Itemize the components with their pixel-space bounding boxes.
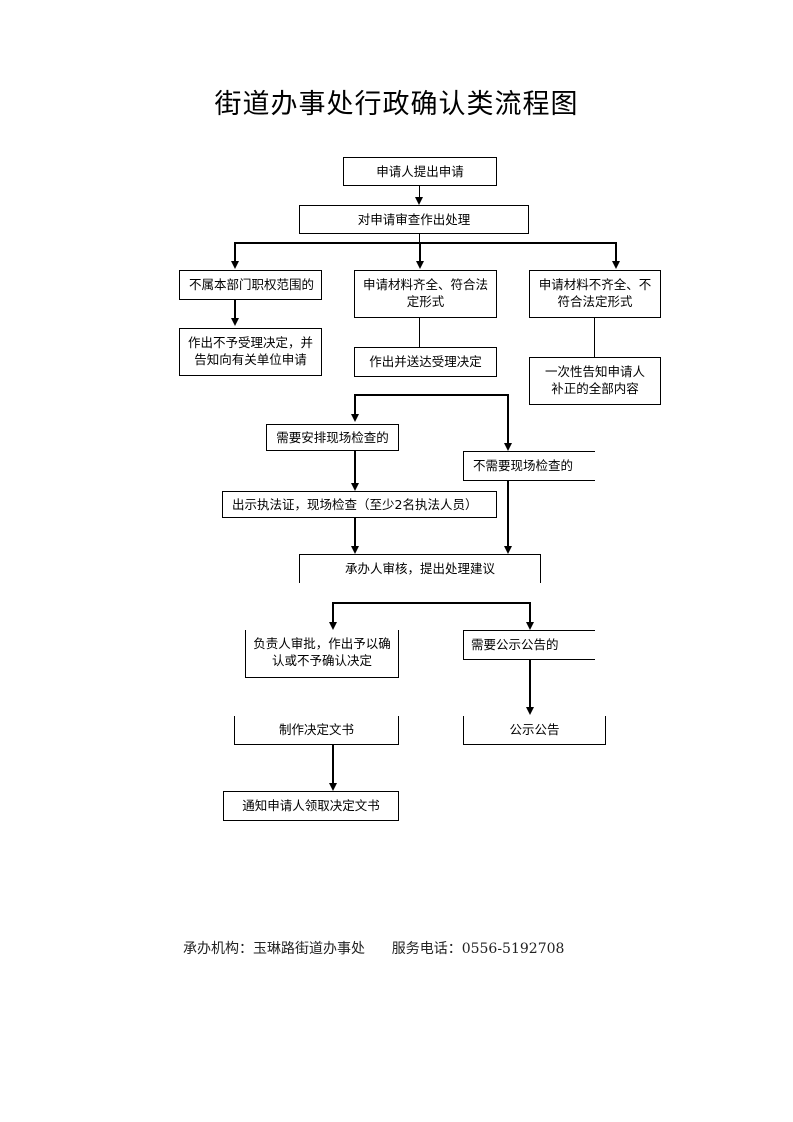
connector xyxy=(594,318,595,357)
node-make-decision-doc-label: 制作决定文书 xyxy=(278,722,354,737)
node-leader-approve: 负责人审批，作出予以确认或不予确认决定 xyxy=(245,630,399,678)
node-outside-scope-label: 不属本部门职权范围的 xyxy=(188,277,314,292)
arrow-head xyxy=(526,707,534,715)
footer: 承办机构：玉琳路街道办事处 服务电话：0556-5192708 xyxy=(183,938,564,958)
arrow-head xyxy=(351,546,359,554)
connector xyxy=(354,394,509,396)
node-one-time-notify: 一次性告知申请人补正的全部内容 xyxy=(529,357,661,405)
node-reject-notify-label: 作出不予受理决定，并告知向有关单位申请 xyxy=(187,335,313,367)
node-handler-review-label: 承办人审核，提出处理建议 xyxy=(344,561,495,576)
arrow-head xyxy=(329,783,337,791)
arrow-head xyxy=(231,318,239,326)
arrow-head xyxy=(416,261,424,269)
connector xyxy=(419,234,420,243)
arrow-head xyxy=(351,483,359,491)
connector xyxy=(354,451,356,484)
node-incomplete: 申请材料不齐全、不符合法定形式 xyxy=(529,270,661,318)
arrow-head xyxy=(415,197,423,205)
node-show-credentials-label: 出示执法证，现场检查（至少2名执法人员） xyxy=(232,497,478,512)
node-need-publicity-label: 需要公示公告的 xyxy=(471,637,559,652)
connector xyxy=(419,186,420,197)
node-accept-decision-label: 作出并送达受理决定 xyxy=(369,354,482,369)
node-outside-scope: 不属本部门职权范围的 xyxy=(179,270,322,300)
phone-label: 服务电话：0556-5192708 xyxy=(391,941,565,957)
connector xyxy=(332,602,334,623)
page-title: 街道办事处行政确认类流程图 xyxy=(214,89,579,120)
arrow-head xyxy=(612,261,620,269)
node-need-inspection-label: 需要安排现场检查的 xyxy=(276,430,389,445)
node-need-inspection: 需要安排现场检查的 xyxy=(266,424,399,451)
connector xyxy=(234,242,617,244)
node-publicity-label: 公示公告 xyxy=(509,722,560,737)
arrow-head xyxy=(329,622,337,630)
connector xyxy=(529,602,531,623)
node-complete-label: 申请材料齐全、符合法定形式 xyxy=(363,277,489,309)
node-reject-notify: 作出不予受理决定，并告知向有关单位申请 xyxy=(179,328,322,376)
arrow-head xyxy=(351,414,359,422)
connector xyxy=(234,300,236,319)
connector xyxy=(615,242,617,262)
connector xyxy=(507,394,509,444)
connector xyxy=(234,242,236,262)
node-notify-collect: 通知申请人领取决定文书 xyxy=(223,791,399,821)
node-notify-collect-label: 通知申请人领取决定文书 xyxy=(242,798,380,813)
node-apply: 申请人提出申请 xyxy=(343,157,497,186)
connector xyxy=(419,318,420,347)
node-incomplete-label: 申请材料不齐全、不符合法定形式 xyxy=(538,277,652,309)
arrow-head xyxy=(231,261,239,269)
node-complete: 申请材料齐全、符合法定形式 xyxy=(354,270,497,318)
node-no-inspection-label: 不需要现场检查的 xyxy=(473,458,574,473)
node-accept-decision: 作出并送达受理决定 xyxy=(354,347,497,377)
node-make-decision-doc: 制作决定文书 xyxy=(234,716,399,745)
connector xyxy=(332,602,531,604)
node-no-inspection: 不需要现场检查的 xyxy=(463,451,595,481)
connector xyxy=(354,518,356,547)
arrow-head xyxy=(504,443,512,451)
node-one-time-notify-label: 一次性告知申请人补正的全部内容 xyxy=(544,364,645,396)
connector xyxy=(419,242,421,262)
node-leader-approve-label: 负责人审批，作出予以确认或不予确认决定 xyxy=(253,636,391,668)
node-apply-label: 申请人提出申请 xyxy=(376,164,464,179)
arrow-head xyxy=(526,622,534,630)
node-review-label: 对申请审查作出处理 xyxy=(357,212,471,227)
organizer-label: 承办机构：玉琳路街道办事处 xyxy=(183,941,365,957)
connector xyxy=(354,394,356,415)
node-handler-review: 承办人审核，提出处理建议 xyxy=(299,554,541,583)
connector xyxy=(529,660,531,708)
node-need-publicity: 需要公示公告的 xyxy=(463,630,595,660)
node-review: 对申请审查作出处理 xyxy=(299,205,529,234)
connector xyxy=(507,481,509,547)
connector xyxy=(332,745,334,784)
node-show-credentials: 出示执法证，现场检查（至少2名执法人员） xyxy=(222,491,497,518)
arrow-head xyxy=(504,546,512,554)
node-publicity: 公示公告 xyxy=(463,716,606,745)
